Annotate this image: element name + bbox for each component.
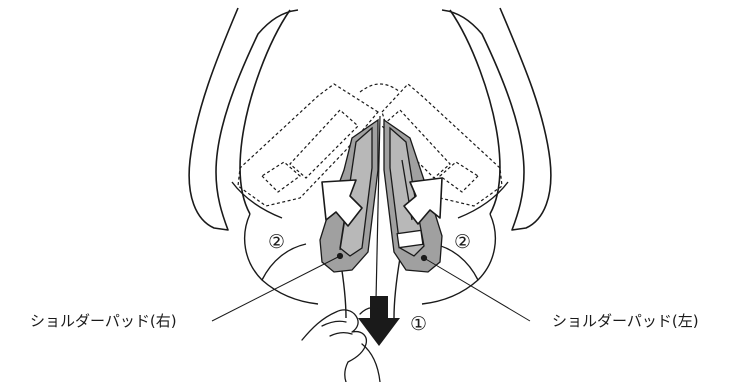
hand-cuff bbox=[362, 344, 380, 382]
left-pad-leader bbox=[424, 258, 530, 321]
step-1-number: ① bbox=[410, 313, 427, 335]
right-shoulder-pad-label: ショルダーパッド(右) bbox=[30, 312, 177, 330]
left-pad-label-patch bbox=[397, 230, 423, 247]
seat-left-side bbox=[245, 214, 318, 304]
hand-finger-1 bbox=[322, 321, 346, 326]
left-shoulder-pad-label: ショルダーパッド(左) bbox=[552, 312, 699, 330]
right-pad-leader bbox=[212, 256, 340, 321]
left-pad-leader-dot bbox=[421, 255, 426, 260]
hand-outline bbox=[302, 310, 366, 382]
right-pad-leader-dot bbox=[337, 253, 342, 258]
hand-finger-2 bbox=[330, 333, 352, 336]
step-2-right-number: ② bbox=[454, 231, 471, 253]
right-wing-inner bbox=[450, 10, 500, 214]
pull-down-arrow bbox=[358, 296, 400, 346]
headrest-top-dashed bbox=[360, 84, 400, 92]
left-wing-inner bbox=[240, 10, 290, 214]
left-cover-tab bbox=[262, 162, 300, 192]
buckle-strap-right bbox=[394, 258, 400, 318]
right-cover-tab bbox=[440, 162, 478, 192]
step-2-left-number: ② bbox=[268, 231, 285, 253]
